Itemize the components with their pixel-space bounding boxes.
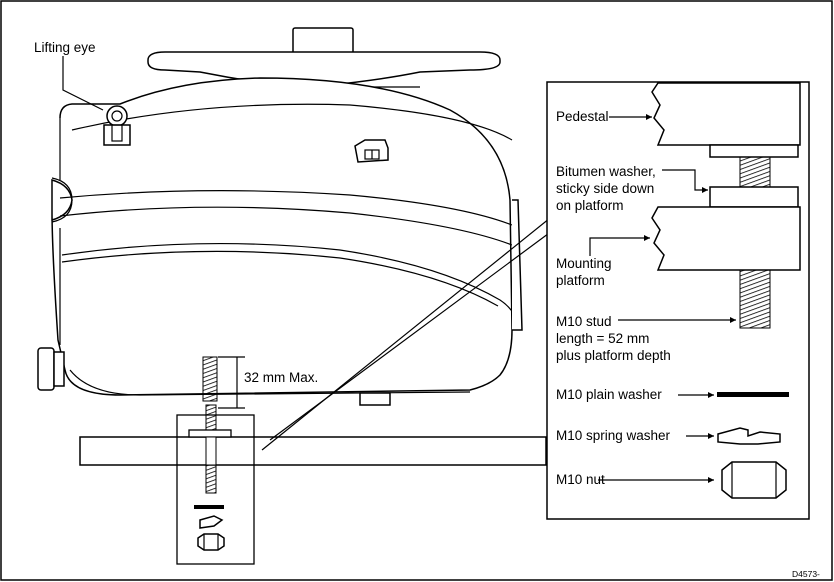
stud-label-3: plus platform depth [556, 348, 671, 363]
lifting-eye-icon [103, 105, 131, 146]
max-depth-label: 32 mm Max. [244, 370, 318, 385]
bitumen-washer-shape [709, 186, 799, 208]
pedestal-label: Pedestal [556, 109, 609, 124]
pedestal-shape [651, 82, 801, 146]
callout-line-1 [261, 209, 561, 451]
figure-id: D4573- [792, 569, 820, 579]
bitumen-label-3: on platform [556, 198, 624, 213]
bitumen-label-2: sticky side down [556, 181, 654, 196]
mounting-platform-strip [79, 436, 547, 466]
m10-stud-shape [739, 269, 771, 329]
stud-thread-icon [202, 356, 218, 402]
lifting-eye-leader [62, 56, 104, 111]
nut-label: M10 nut [556, 472, 605, 487]
stud-label-1: M10 stud [556, 314, 612, 329]
spring-washer-label: M10 spring washer [556, 428, 671, 443]
stud-assembly-small [188, 404, 232, 551]
plain-washer-icon [717, 392, 789, 397]
platform-shape [651, 206, 801, 271]
plain-washer-label: M10 plain washer [556, 387, 662, 402]
bitumen-label-1: Bitumen washer, [556, 164, 656, 179]
m10-nut-icon [721, 461, 787, 499]
spring-washer-icon [717, 427, 781, 445]
callout-line-2 [269, 224, 561, 441]
drive-unit-body [37, 27, 523, 406]
dimension-32mm [218, 356, 245, 409]
stud-label-2: length = 52 mm [556, 331, 649, 346]
mounting-label-2: platform [556, 273, 605, 288]
mounting-label-1: Mounting [556, 256, 612, 271]
lifting-eye-label: Lifting eye [34, 40, 96, 55]
